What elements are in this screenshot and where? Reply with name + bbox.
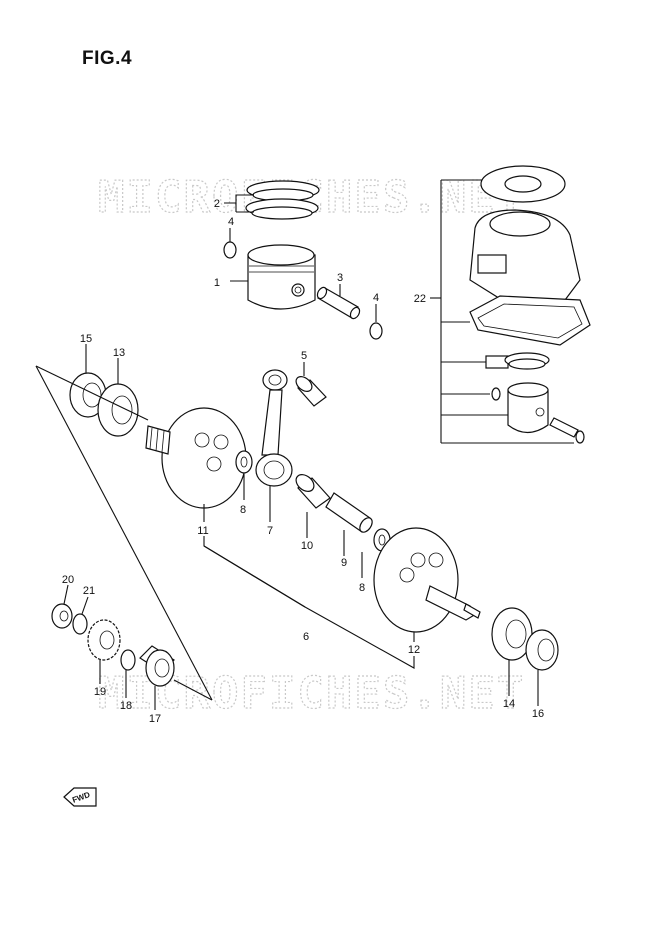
callout-4-top: 4	[228, 216, 234, 228]
main-bearing-left	[97, 383, 139, 437]
callout-17: 17	[149, 713, 161, 725]
oil-seal-right	[525, 629, 559, 671]
crank-half-right	[373, 527, 481, 633]
callout-8-left: 8	[240, 504, 246, 516]
callout-7: 7	[267, 525, 273, 537]
piston-pin-clip-right	[369, 322, 383, 340]
primary-drive-gear	[87, 619, 121, 661]
crank-half-left	[145, 407, 247, 509]
cylinder-kit	[469, 165, 591, 444]
callout-5: 5	[301, 350, 307, 362]
callout-1: 1	[214, 277, 220, 289]
crank-pin	[325, 492, 373, 533]
callout-3: 3	[337, 272, 343, 284]
thrust-washer-left	[235, 450, 253, 474]
callout-20: 20	[62, 574, 74, 586]
callout-labels: 1 2 3 4 4 5 6 7 8 8 9 10 11 12 13 14 15 …	[62, 198, 544, 725]
cylinder-kit-bracket	[430, 179, 574, 444]
leader-lines	[63, 194, 539, 710]
callout-22: 22	[414, 293, 426, 305]
callout-19: 19	[94, 686, 106, 698]
callout-12: 12	[408, 644, 420, 656]
callout-8-right: 8	[359, 582, 365, 594]
callout-6: 6	[303, 631, 309, 643]
piston-pin-clip-top	[223, 241, 237, 259]
spacer-17	[139, 645, 175, 687]
washer-21	[72, 613, 88, 635]
callout-16: 16	[532, 708, 544, 720]
spacer-ring-18	[120, 649, 136, 671]
connecting-rod	[255, 369, 293, 487]
figure-title: FIG.4	[82, 48, 133, 69]
callout-2: 2	[214, 198, 220, 210]
fwd-arrow-icon: FWD	[63, 787, 97, 807]
callout-14: 14	[503, 698, 515, 710]
callout-10: 10	[301, 540, 313, 552]
big-end-bearing	[295, 474, 331, 509]
small-end-bearing	[295, 376, 327, 407]
piston-pin	[316, 286, 361, 320]
callout-4-right: 4	[373, 292, 379, 304]
piston	[247, 244, 316, 310]
nut	[51, 603, 73, 629]
callout-21: 21	[83, 585, 95, 597]
oil-seal-left	[69, 372, 107, 418]
callout-18: 18	[120, 700, 132, 712]
callout-15: 15	[80, 333, 92, 345]
callout-13: 13	[113, 347, 125, 359]
callout-9: 9	[341, 557, 347, 569]
callout-11: 11	[197, 525, 208, 537]
